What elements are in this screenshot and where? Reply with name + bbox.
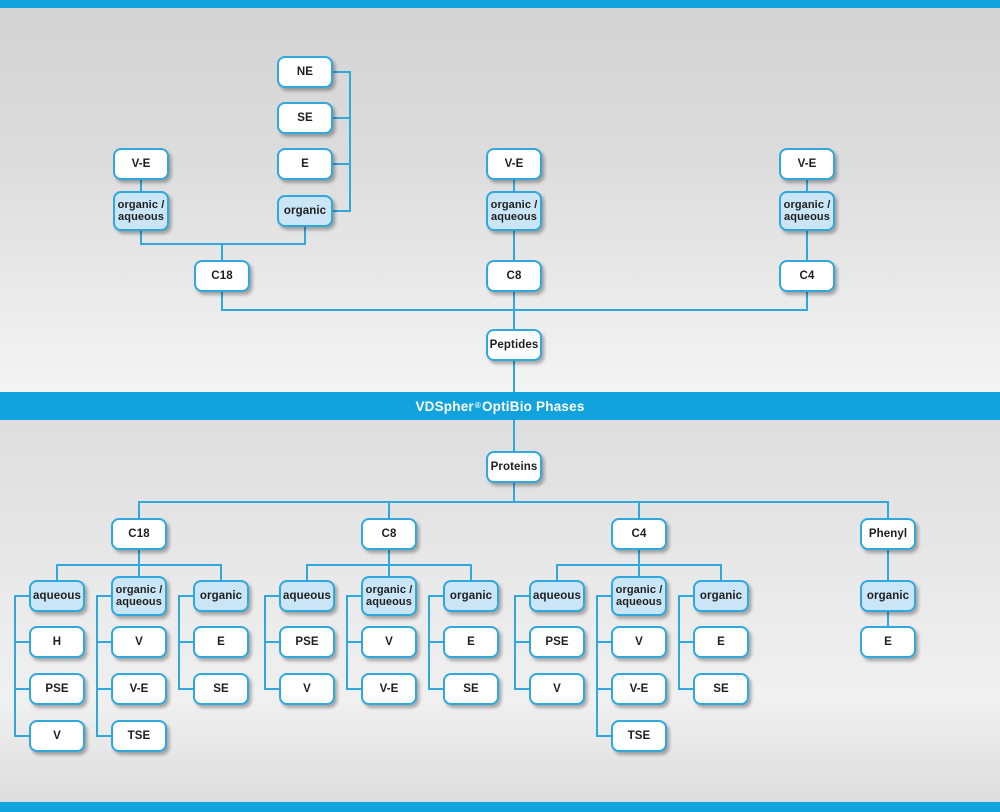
node-proteins-c4-aqueous-item-v: V bbox=[529, 673, 585, 705]
wire-rail-c4-orgaq bbox=[596, 595, 611, 737]
node-proteins-c8-head: C8 bbox=[361, 518, 417, 550]
node-proteins-c4-organic: organic bbox=[693, 580, 749, 612]
node-proteins-c18-aqueous: aqueous bbox=[29, 580, 85, 612]
node-proteins-c18-aqueous-item-h: H bbox=[29, 626, 85, 658]
node-peptides-c18-head: C18 bbox=[194, 260, 250, 292]
node-proteins-c4-organic-item-se: SE bbox=[693, 673, 749, 705]
node-proteins-c18-aqueous-item-pse: PSE bbox=[29, 673, 85, 705]
node-proteins-c8-organic: organic bbox=[443, 580, 499, 612]
wire-rail-c18-aqueous bbox=[14, 595, 29, 737]
bottom-border-bar bbox=[0, 802, 1000, 812]
wire-peptides-collector bbox=[221, 292, 808, 330]
node-proteins-c4-orgaq: organic / aqueous bbox=[611, 576, 667, 616]
banner-title-rest: OptiBio Phases bbox=[481, 398, 585, 414]
phase-banner: VDSpher® OptiBio Phases bbox=[0, 392, 1000, 420]
wire-rail-c18-orgaq bbox=[96, 595, 111, 737]
node-peptides-c4-head: C4 bbox=[779, 260, 835, 292]
node-peptides-c4-orgaq: organic / aqueous bbox=[779, 191, 835, 231]
node-peptides-c8-head: C8 bbox=[486, 260, 542, 292]
node-proteins-c18-orgaq-item-tse: TSE bbox=[111, 720, 167, 752]
top-border-bar bbox=[0, 0, 1000, 8]
node-proteins-c18-orgaq: organic / aqueous bbox=[111, 576, 167, 616]
node-proteins-c4-orgaq-item-tse: TSE bbox=[611, 720, 667, 752]
node-peptides-c18-orgaq-item-ve: V-E bbox=[113, 148, 169, 180]
node-peptides-c18-organic-item-e: E bbox=[277, 148, 333, 180]
node-proteins-root: Proteins bbox=[486, 451, 542, 483]
node-peptides-root: Peptides bbox=[486, 329, 542, 361]
wire-proteins-c18-fan bbox=[56, 550, 222, 580]
node-proteins-c8-orgaq-item-ve: V-E bbox=[361, 673, 417, 705]
node-peptides-c4-orgaq-item-ve: V-E bbox=[779, 148, 835, 180]
node-proteins-c4-organic-item-e: E bbox=[693, 626, 749, 658]
node-proteins-c18-organic-item-se: SE bbox=[193, 673, 249, 705]
node-peptides-c18-orgaq: organic / aqueous bbox=[113, 191, 169, 231]
banner-brand: VDSpher bbox=[415, 398, 474, 414]
node-proteins-c4-aqueous: aqueous bbox=[529, 580, 585, 612]
wire-rail-c8-organic bbox=[428, 595, 443, 690]
node-proteins-c8-aqueous: aqueous bbox=[279, 580, 335, 612]
node-proteins-c8-orgaq-item-v: V bbox=[361, 626, 417, 658]
node-proteins-c4-orgaq-item-ve: V-E bbox=[611, 673, 667, 705]
node-proteins-phenyl-organic: organic bbox=[860, 580, 916, 612]
wire-rail-c4-organic bbox=[678, 595, 693, 690]
node-proteins-c8-organic-item-e: E bbox=[443, 626, 499, 658]
wire-peptides-ve-links bbox=[140, 180, 808, 191]
wire-proteins-c8-fan bbox=[306, 550, 472, 580]
wire-rail-c8-orgaq bbox=[346, 595, 361, 690]
wire-peptides-c8-c4-join bbox=[513, 231, 808, 260]
wire-proteins-c4-fan bbox=[556, 550, 722, 580]
node-proteins-c8-organic-item-se: SE bbox=[443, 673, 499, 705]
node-proteins-c18-organic-item-e: E bbox=[193, 626, 249, 658]
node-proteins-c18-orgaq-item-v: V bbox=[111, 626, 167, 658]
wire-peptides-c18-join bbox=[140, 227, 306, 260]
node-peptides-c8-orgaq-item-ve: V-E bbox=[486, 148, 542, 180]
node-proteins-phenyl-head: Phenyl bbox=[860, 518, 916, 550]
node-proteins-phenyl-organic-item-e: E bbox=[860, 626, 916, 658]
node-proteins-c18-organic: organic bbox=[193, 580, 249, 612]
wire-peptides-organic-rail bbox=[333, 71, 351, 212]
wire-rail-c18-organic bbox=[178, 595, 193, 690]
node-peptides-c18-organic-item-se: SE bbox=[277, 102, 333, 134]
wire-rail-c8-aqueous bbox=[264, 595, 279, 690]
node-proteins-c8-aqueous-item-pse: PSE bbox=[279, 626, 335, 658]
node-peptides-c18-organic-item-ne: NE bbox=[277, 56, 333, 88]
node-peptides-c18-organic: organic bbox=[277, 195, 333, 227]
wire-rail-c4-aqueous bbox=[514, 595, 529, 690]
node-proteins-c18-head: C18 bbox=[111, 518, 167, 550]
node-proteins-c4-orgaq-item-v: V bbox=[611, 626, 667, 658]
node-proteins-c4-aqueous-item-pse: PSE bbox=[529, 626, 585, 658]
proteins-section-background bbox=[0, 420, 1000, 812]
node-proteins-c4-head: C4 bbox=[611, 518, 667, 550]
wire-proteins-collector bbox=[138, 501, 889, 518]
node-proteins-c8-orgaq: organic / aqueous bbox=[361, 576, 417, 616]
node-proteins-c8-aqueous-item-v: V bbox=[279, 673, 335, 705]
node-peptides-c8-orgaq: organic / aqueous bbox=[486, 191, 542, 231]
node-proteins-c18-orgaq-item-ve: V-E bbox=[111, 673, 167, 705]
node-proteins-c18-aqueous-item-v: V bbox=[29, 720, 85, 752]
